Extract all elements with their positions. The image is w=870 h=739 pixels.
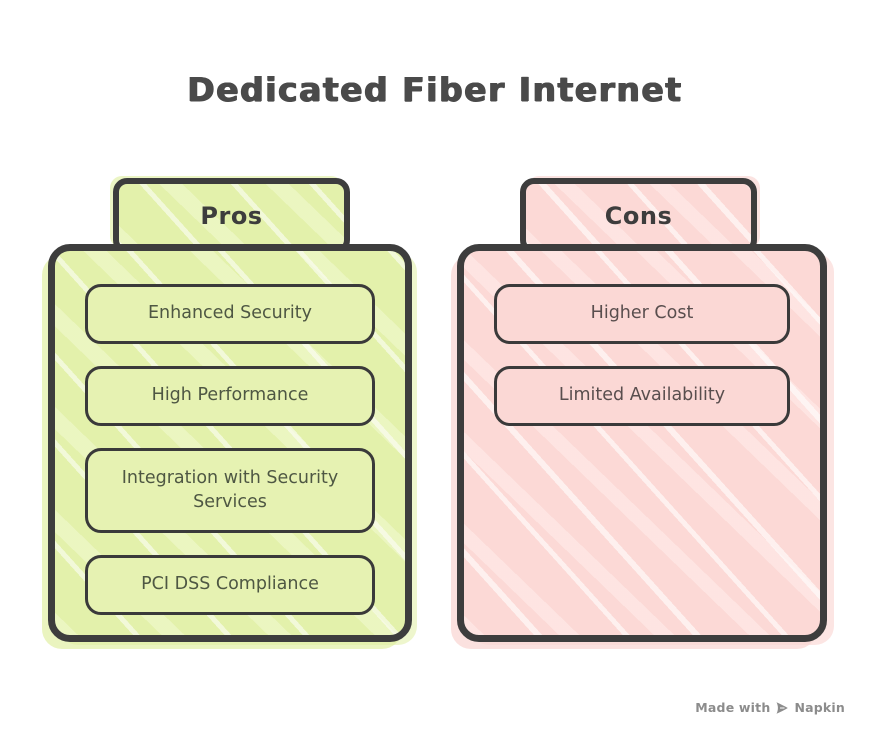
diagram-title: Dedicated Fiber Internet: [187, 70, 683, 109]
cons-item-higher-cost: Higher Cost: [494, 284, 790, 344]
cons-item-label: Higher Cost: [590, 303, 694, 324]
cons-tab-label: Cons: [604, 202, 673, 230]
cons-item-label: Limited Availability: [558, 385, 726, 406]
pros-item-pci-dss-compliance: PCI DSS Compliance: [85, 555, 375, 615]
cons-panel: Cons Higher Cost Limited Availability: [457, 178, 827, 642]
pros-item-label: PCI DSS Compliance: [141, 574, 319, 595]
pros-item-label: Enhanced Security: [148, 303, 312, 324]
cons-tab: Cons: [520, 178, 757, 254]
pros-tab-label: Pros: [200, 202, 263, 230]
pen-nib-icon: [776, 701, 789, 714]
cons-item-limited-availability: Limited Availability: [494, 366, 790, 426]
pros-panel: Pros Enhanced Security High Performance …: [48, 178, 412, 642]
pros-tab: Pros: [113, 178, 350, 254]
pros-item-high-performance: High Performance: [85, 366, 375, 426]
watermark-prefix: Made with: [695, 700, 771, 715]
pros-item-label: Integration with Security Services: [121, 467, 339, 512]
cons-box: Higher Cost Limited Availability: [457, 244, 827, 642]
pros-box: Enhanced Security High Performance Integ…: [48, 244, 412, 642]
watermark-brand: Napkin: [794, 700, 845, 715]
pros-item-label: High Performance: [151, 385, 309, 406]
pros-item-integration-security-services: Integration with Security Services: [85, 448, 375, 533]
pros-item-enhanced-security: Enhanced Security: [85, 284, 375, 344]
napkin-watermark: Made with Napkin: [695, 700, 845, 715]
